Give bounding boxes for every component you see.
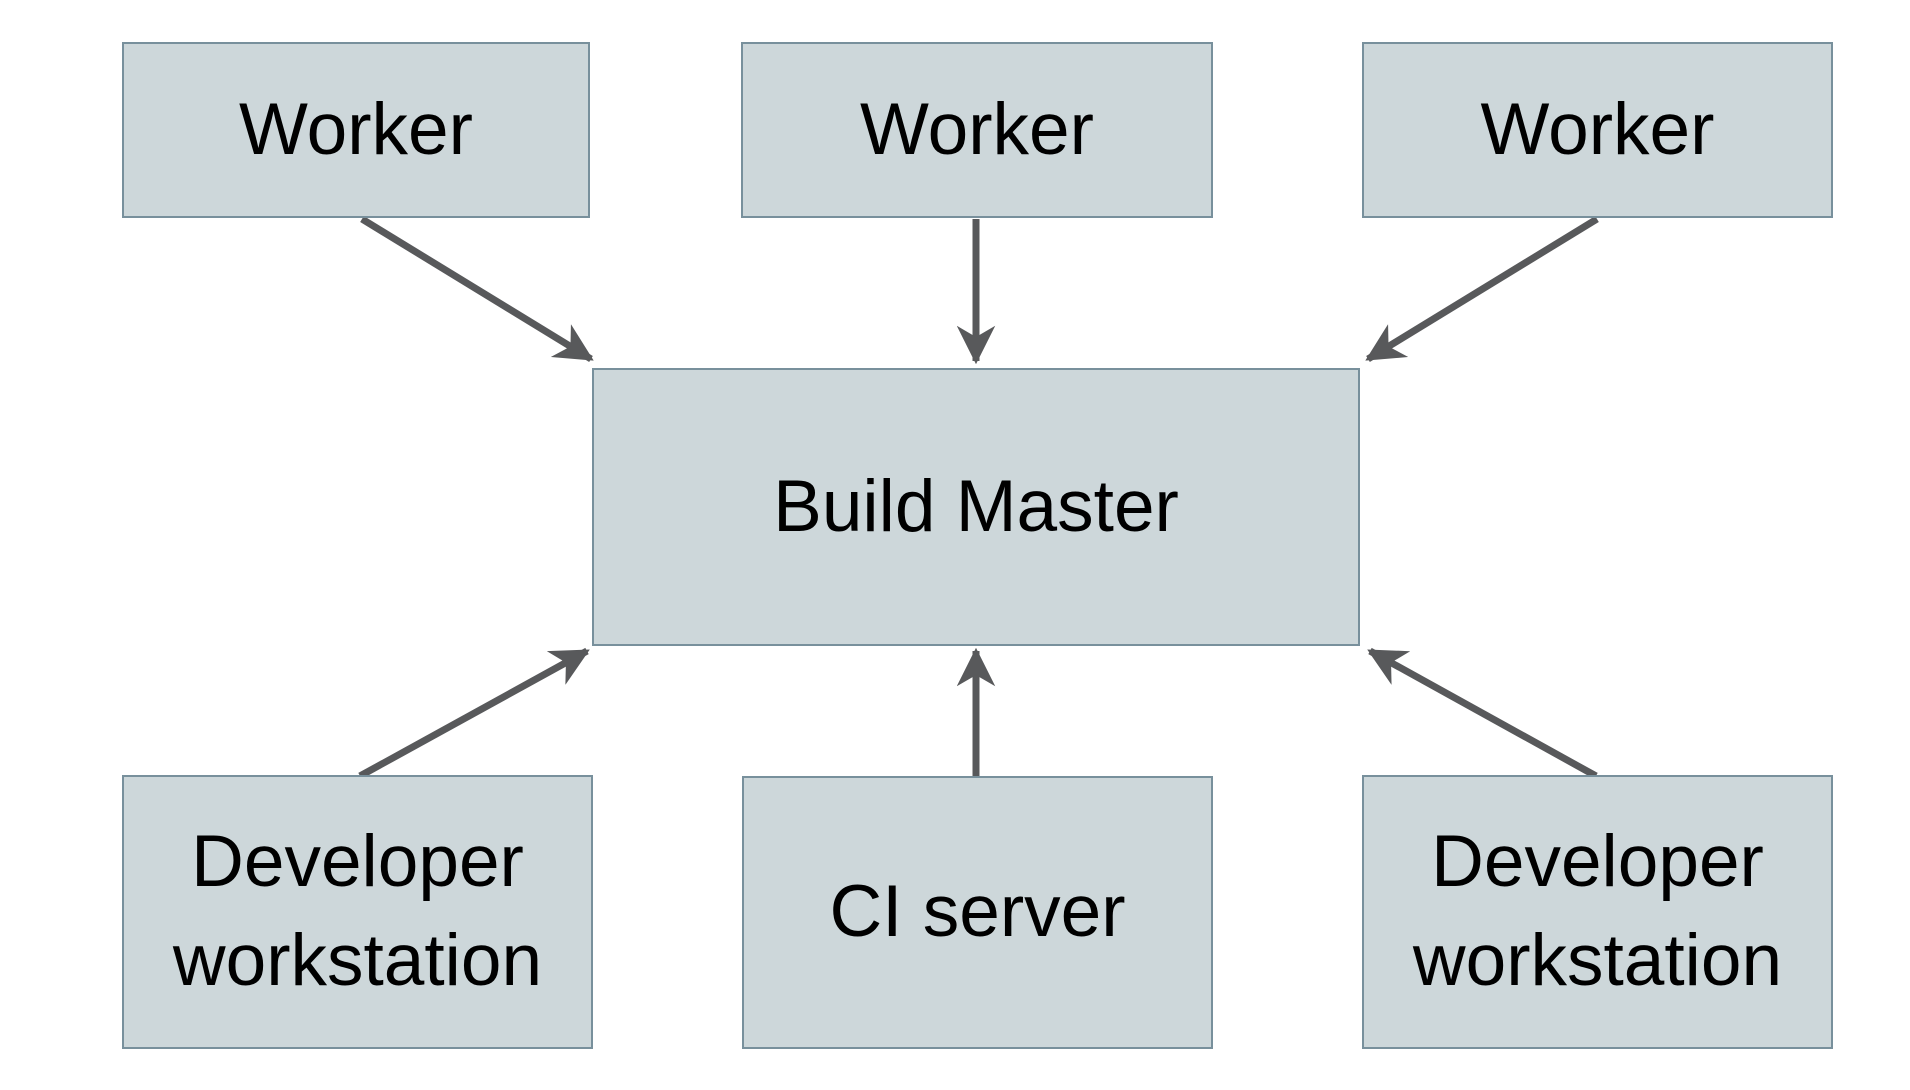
node-worker-2-label: Worker [860,88,1094,170]
node-dev-workstation-right-label: Developer workstation [1412,821,1783,1001]
arrow-dev-workstation-right-to-build-master [1367,647,1598,780]
arrow-worker-1-to-build-master [360,216,594,362]
node-build-master-label: Build Master [773,465,1179,547]
node-dev-workstation-right: Developer workstation [1362,775,1833,1049]
node-dev-workstation-left-label: Developer workstation [172,821,543,1001]
node-ci-server-label: CI server [829,871,1126,953]
node-worker-2: Worker [741,42,1213,218]
node-build-master: Build Master [592,368,1360,646]
node-dev-workstation-left: Developer workstation [122,775,593,1049]
node-worker-3: Worker [1362,42,1833,218]
arrow-worker-3-to-build-master [1365,216,1599,362]
node-worker-1: Worker [122,42,590,218]
node-worker-1-label: Worker [239,88,473,170]
arrow-dev-workstation-left-to-build-master [358,647,590,780]
node-worker-3-label: Worker [1480,88,1715,170]
node-ci-server: CI server [742,776,1213,1049]
